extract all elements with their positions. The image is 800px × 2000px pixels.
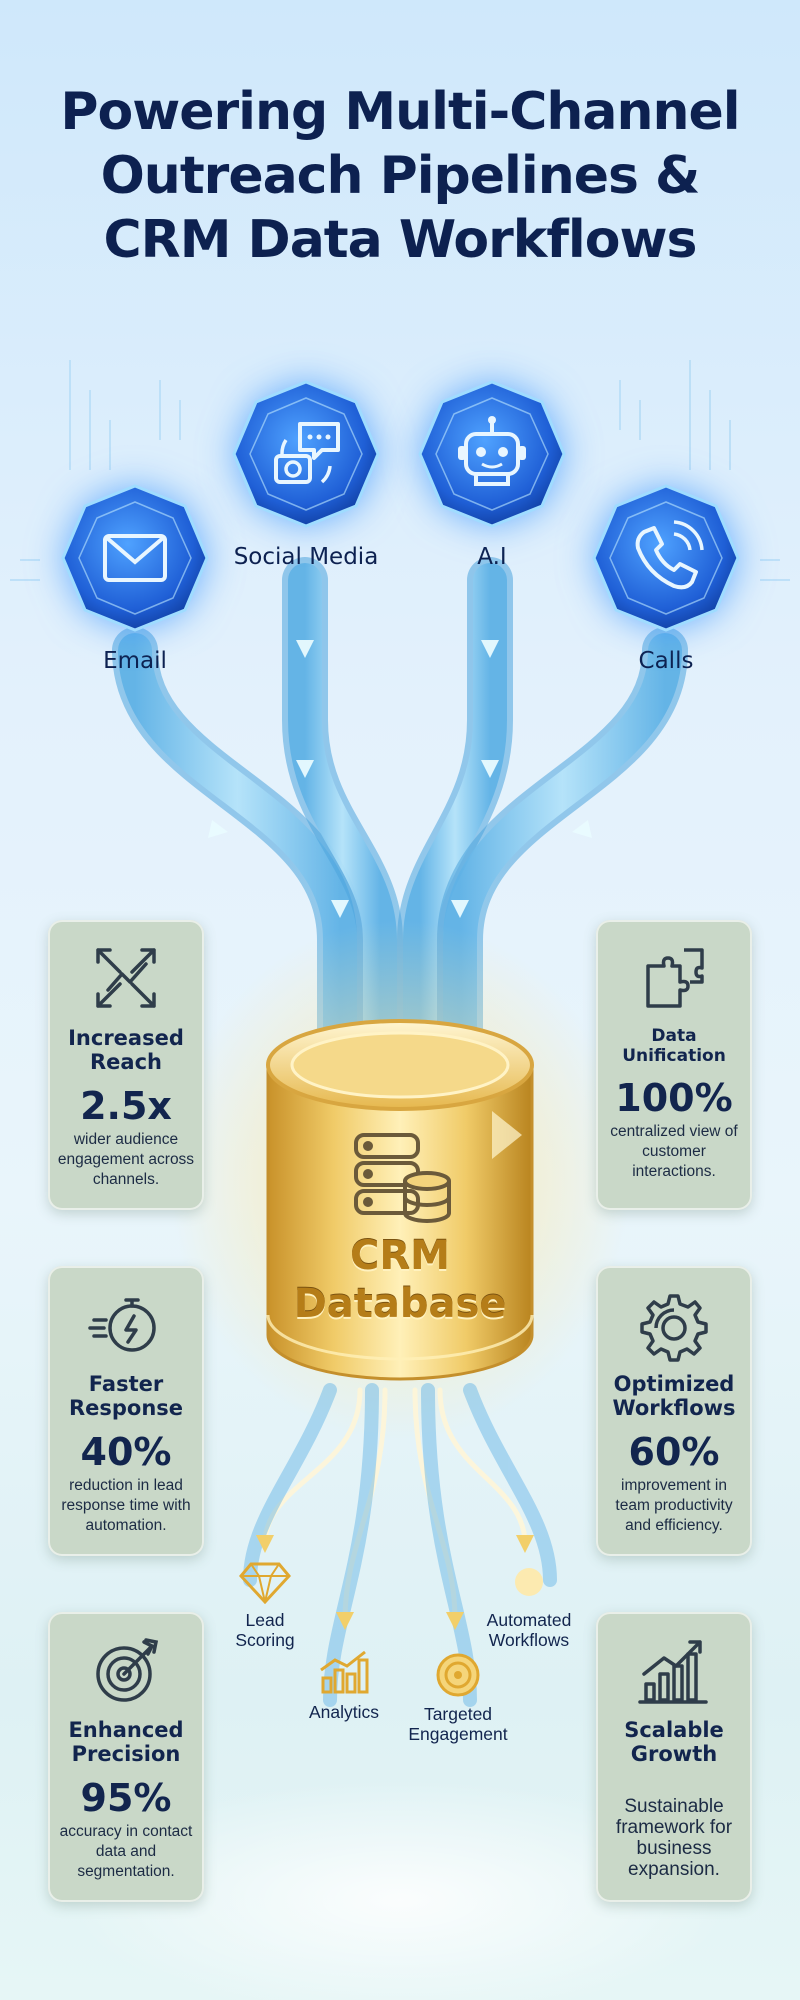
card-increased-reach-stat: 2.5x [80,1084,172,1128]
crm-database-label-line1: CRM [350,1233,450,1279]
output-analytics-label: Analytics [308,1702,380,1722]
card-enhanced-precision-title: Enhanced Precision [68,1718,184,1766]
diamond-icon [239,1562,291,1604]
card-data-unification-desc: centralized view of customer interaction… [610,1123,738,1180]
title-line-2: Outreach Pipelines & [100,146,701,206]
card-data-unification-title-line2: Unification [622,1046,726,1066]
channel-social-media: Social Media [226,378,386,570]
channel-social-media-label: Social Media [233,544,379,570]
crm-database-label: CRM Database [262,1232,538,1328]
channel-calls-label: Calls [638,648,694,674]
card-faster-response-desc: reduction in lead response time with aut… [61,1477,191,1534]
crm-database-label-line2: Database [293,1281,507,1327]
card-faster-response-stat: 40% [80,1430,172,1474]
card-faster-response-title: Faster Response [68,1372,184,1420]
card-data-unification: Data Unification 100% centralized view o… [596,920,752,1210]
gear-icon [640,1294,708,1362]
output-automated-workflows: Automated Workflows [474,1560,584,1650]
card-optimized-workflows-title: Optimized Workflows [612,1372,736,1420]
card-scalable-growth: Scalable Growth Sustainable framework fo… [596,1612,752,1902]
card-enhanced-precision-desc: accuracy in contact data and segmentatio… [59,1823,193,1880]
bar-chart-icon [320,1650,369,1694]
title-line-3: CRM Data Workflows [103,210,698,270]
envelope-icon [59,482,211,634]
card-data-unification-stat: 100% [615,1076,733,1120]
card-optimized-workflows-stat: 60% [628,1430,720,1474]
card-optimized-workflows: Optimized Workflows 60% improvement in t… [596,1266,752,1556]
card-optimized-workflows-desc: improvement in team productivity and eff… [615,1477,733,1534]
stopwatch-icon [88,1298,156,1352]
phone-icon [590,482,742,634]
puzzle-icon [646,948,704,1008]
workflow-icon [515,1568,543,1596]
card-enhanced-precision-stat: 95% [80,1776,172,1820]
output-automated-line2: Workflows [488,1630,570,1650]
page-title: Powering Multi-Channel Outreach Pipeline… [0,80,800,272]
channel-ai-label: A.I [477,544,507,570]
card-increased-reach-title: Increased Reach [68,1026,184,1074]
card-enhanced-precision: Enhanced Precision 95% accuracy in conta… [48,1612,204,1902]
card-data-unification-title: Data Unification [596,1026,752,1066]
output-lead-scoring-line2: Scoring [235,1630,295,1650]
target-icon [96,1638,159,1702]
output-targeted-line2: Engagement [408,1724,508,1744]
output-lead-scoring-line1: Lead [245,1610,285,1630]
output-targeted-engagement: Targeted Engagement [398,1652,518,1744]
output-lead-scoring: Lead Scoring [220,1560,310,1650]
card-increased-reach-desc: wider audience engagement across channel… [57,1131,195,1188]
output-automated-line1: Automated [486,1610,572,1630]
channel-email-label: Email [103,648,167,674]
card-data-unification-title-line1: Data [651,1026,697,1046]
chat-camera-icon [230,378,382,530]
card-increased-reach: Increased Reach 2.5x wider audience enga… [48,920,204,1210]
title-line-1: Powering Multi-Channel [60,82,740,142]
crm-database-cylinder [266,1019,534,1381]
growth-chart-icon [638,1640,708,1704]
robot-icon [416,378,568,530]
channel-ai: A.I [412,378,572,570]
expand-arrows-icon [96,948,156,1008]
server-database-icon [354,1133,451,1223]
channel-email: Email [55,482,215,674]
output-targeted-line1: Targeted [423,1704,493,1724]
output-analytics: Analytics [296,1650,392,1722]
card-scalable-growth-title: Scalable Growth [624,1718,724,1766]
card-scalable-growth-desc: Sustainable framework for business expan… [615,1796,733,1880]
channel-calls: Calls [586,482,746,674]
card-faster-response: Faster Response 40% reduction in lead re… [48,1266,204,1556]
target-icon [436,1653,480,1697]
